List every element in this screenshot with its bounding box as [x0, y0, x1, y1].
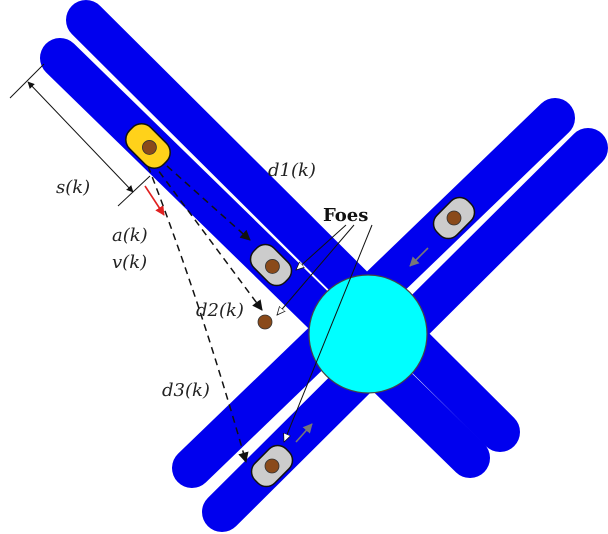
label-a: a(k)	[112, 225, 148, 246]
foe-3-direction-arrow	[295, 423, 313, 443]
foes-pointer-2	[277, 224, 355, 315]
distance-line-d2	[151, 161, 263, 311]
acceleration-arrow	[144, 185, 165, 216]
label-d1: d1(k)	[268, 160, 316, 181]
foes-pointers	[277, 224, 373, 442]
other-vehicle-direction-arrow	[409, 247, 429, 267]
distance-lines	[147, 157, 263, 464]
road-nw-se-upper	[66, 0, 520, 452]
label-d2: d2(k)	[196, 300, 244, 321]
label-foes: Foes	[323, 205, 368, 226]
label-v: v(k)	[112, 252, 147, 273]
foes-pointer-1	[296, 224, 347, 270]
foe-vehicle-2	[257, 314, 273, 330]
intersection-circle	[308, 274, 428, 394]
distance-line-d3	[147, 165, 249, 464]
foe-vehicle-1	[249, 243, 293, 287]
other-vehicle	[432, 196, 476, 240]
label-s: s(k)	[56, 177, 90, 198]
foe-vehicle-3	[250, 444, 294, 488]
distance-line-d1	[157, 157, 251, 241]
ego-vehicle	[125, 123, 171, 169]
foes-pointer-3	[284, 224, 373, 442]
label-d3: d3(k)	[162, 380, 210, 401]
distance-s-marker	[9, 63, 151, 207]
